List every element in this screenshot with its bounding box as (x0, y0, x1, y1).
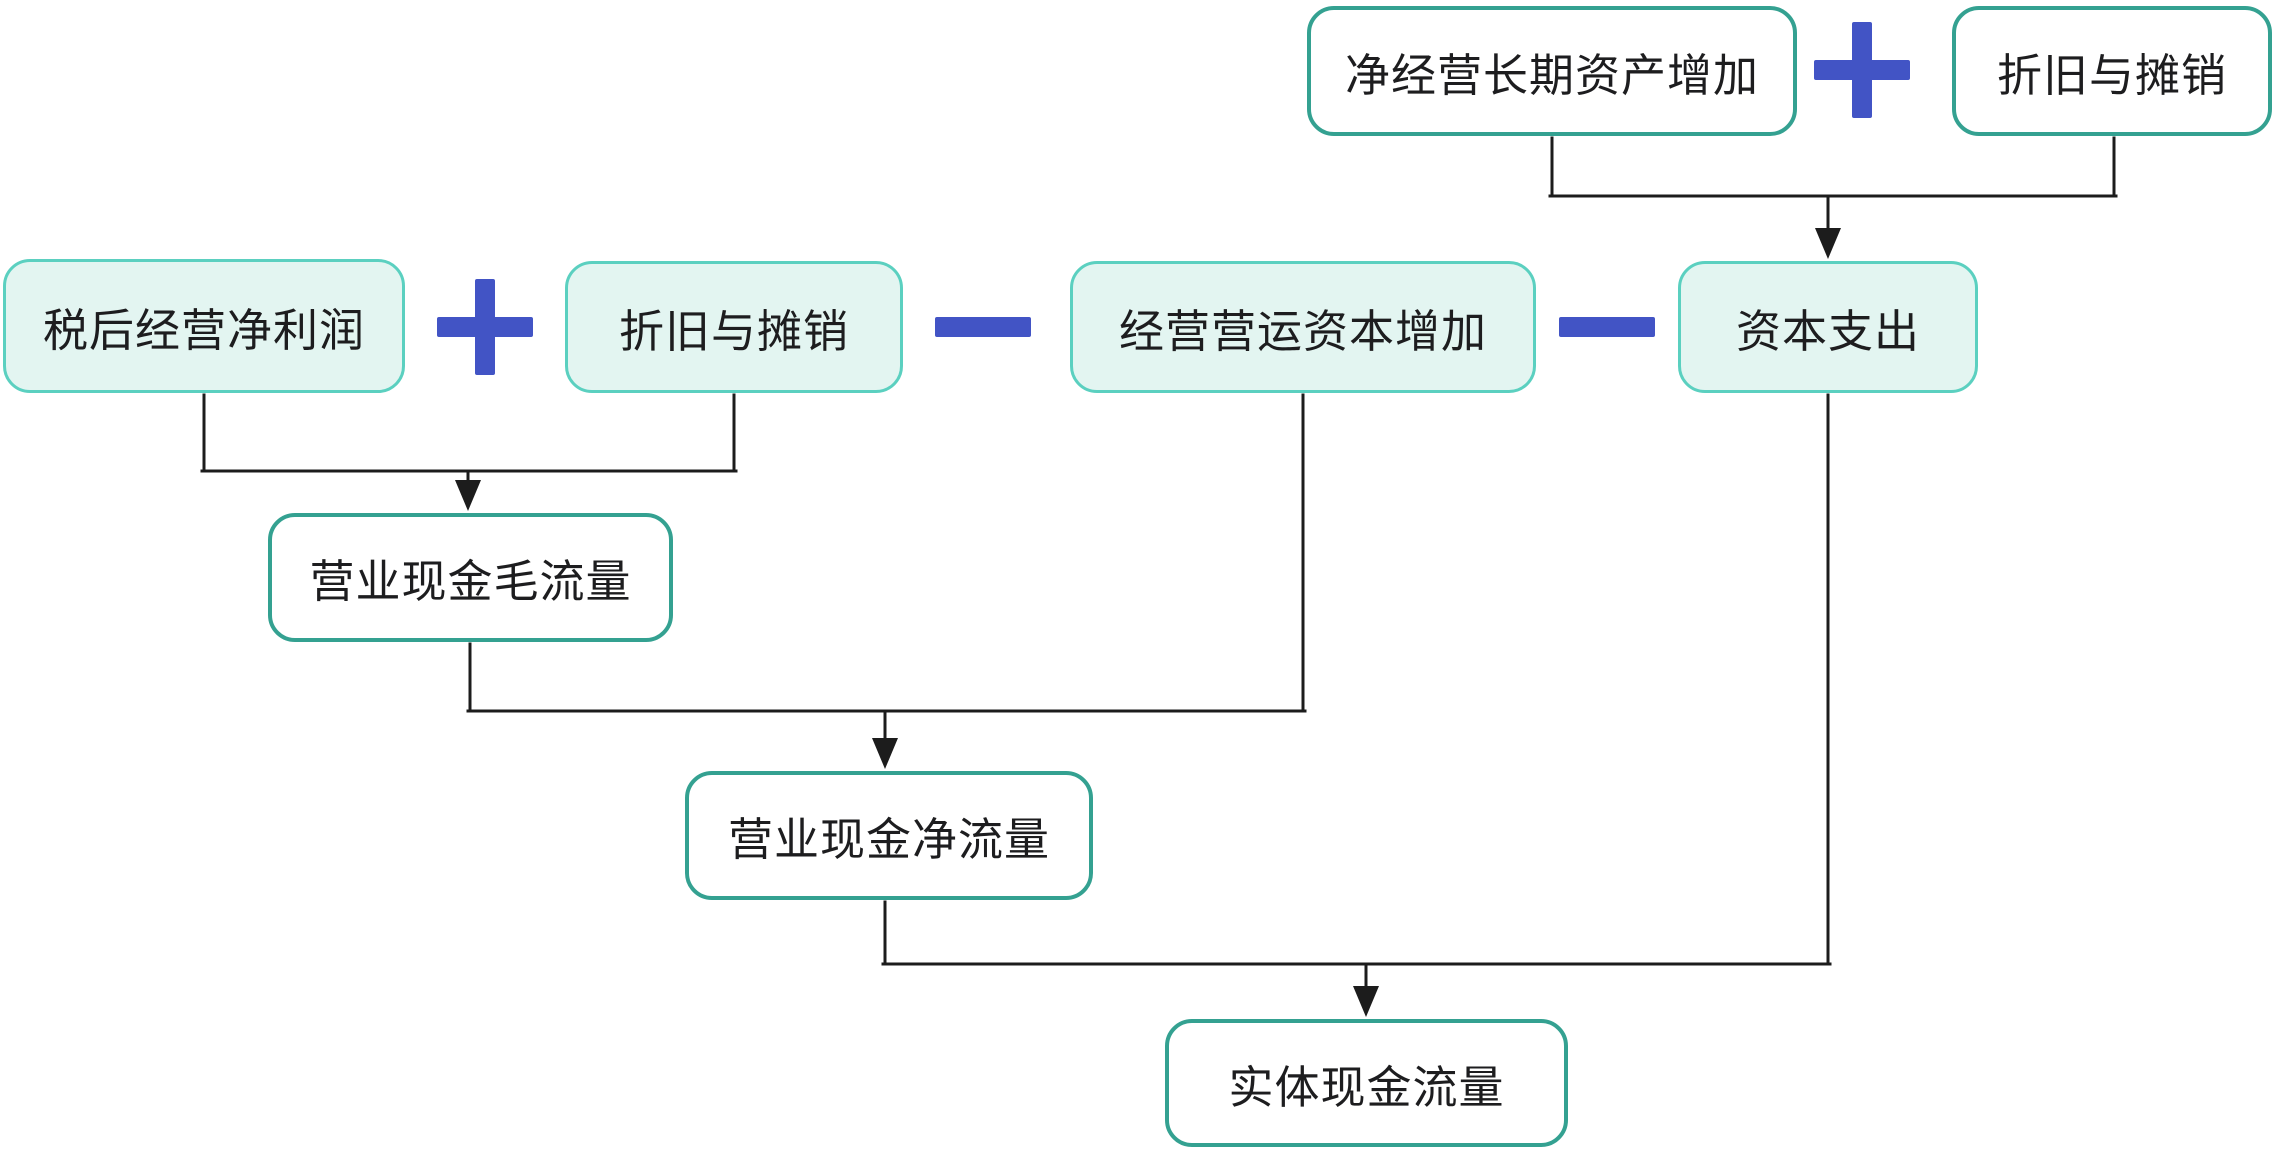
node-entity-cash-flow: 实体现金流量 (1165, 1019, 1568, 1147)
node-operating-working-capital-increase: 经营营运资本增加 (1070, 261, 1536, 393)
node-label: 资本支出 (1735, 305, 1920, 357)
plus-icon (1814, 22, 1910, 118)
node-label: 实体现金流量 (1228, 1061, 1505, 1113)
plus-vertical-bar (1852, 22, 1872, 118)
minus-icon (935, 317, 1031, 337)
node-label: 经营营运资本增加 (1118, 305, 1487, 357)
node-net-operating-long-term-assets-increase: 净经营长期资产增加 (1307, 6, 1797, 136)
arrowhead-netcf (872, 738, 898, 769)
node-depreciation-amortization-top: 折旧与摊销 (1952, 6, 2272, 136)
node-gross-operating-cash-flow: 营业现金毛流量 (268, 513, 673, 642)
node-net-operating-cash-flow: 营业现金净流量 (685, 771, 1093, 900)
connector-toppair-to-capex (1548, 136, 2118, 234)
arrowhead-grosscf (455, 480, 481, 511)
plus-icon (437, 279, 533, 375)
node-capital-expenditure: 资本支出 (1678, 261, 1978, 393)
minus-bar (935, 317, 1031, 337)
connector-leftpair-to-grosscf (200, 393, 738, 486)
node-label: 折旧与摊销 (618, 305, 849, 357)
arrowhead-capex (1815, 228, 1841, 259)
node-label: 折旧与摊销 (1996, 49, 2227, 101)
node-label: 税后经营净利润 (42, 304, 365, 356)
node-after-tax-operating-profit: 税后经营净利润 (3, 259, 405, 393)
arrowhead-entitycf (1353, 986, 1379, 1017)
plus-vertical-bar (475, 279, 495, 375)
minus-bar (1559, 317, 1655, 337)
node-label: 净经营长期资产增加 (1344, 49, 1759, 101)
node-depreciation-amortization-mid: 折旧与摊销 (565, 261, 903, 393)
node-label: 营业现金毛流量 (309, 556, 632, 607)
connector-grosscf-to-netcf (466, 393, 1307, 744)
node-label: 营业现金净流量 (727, 814, 1050, 865)
minus-icon (1559, 317, 1655, 337)
connector-netcf-to-entitycf (881, 393, 1832, 992)
